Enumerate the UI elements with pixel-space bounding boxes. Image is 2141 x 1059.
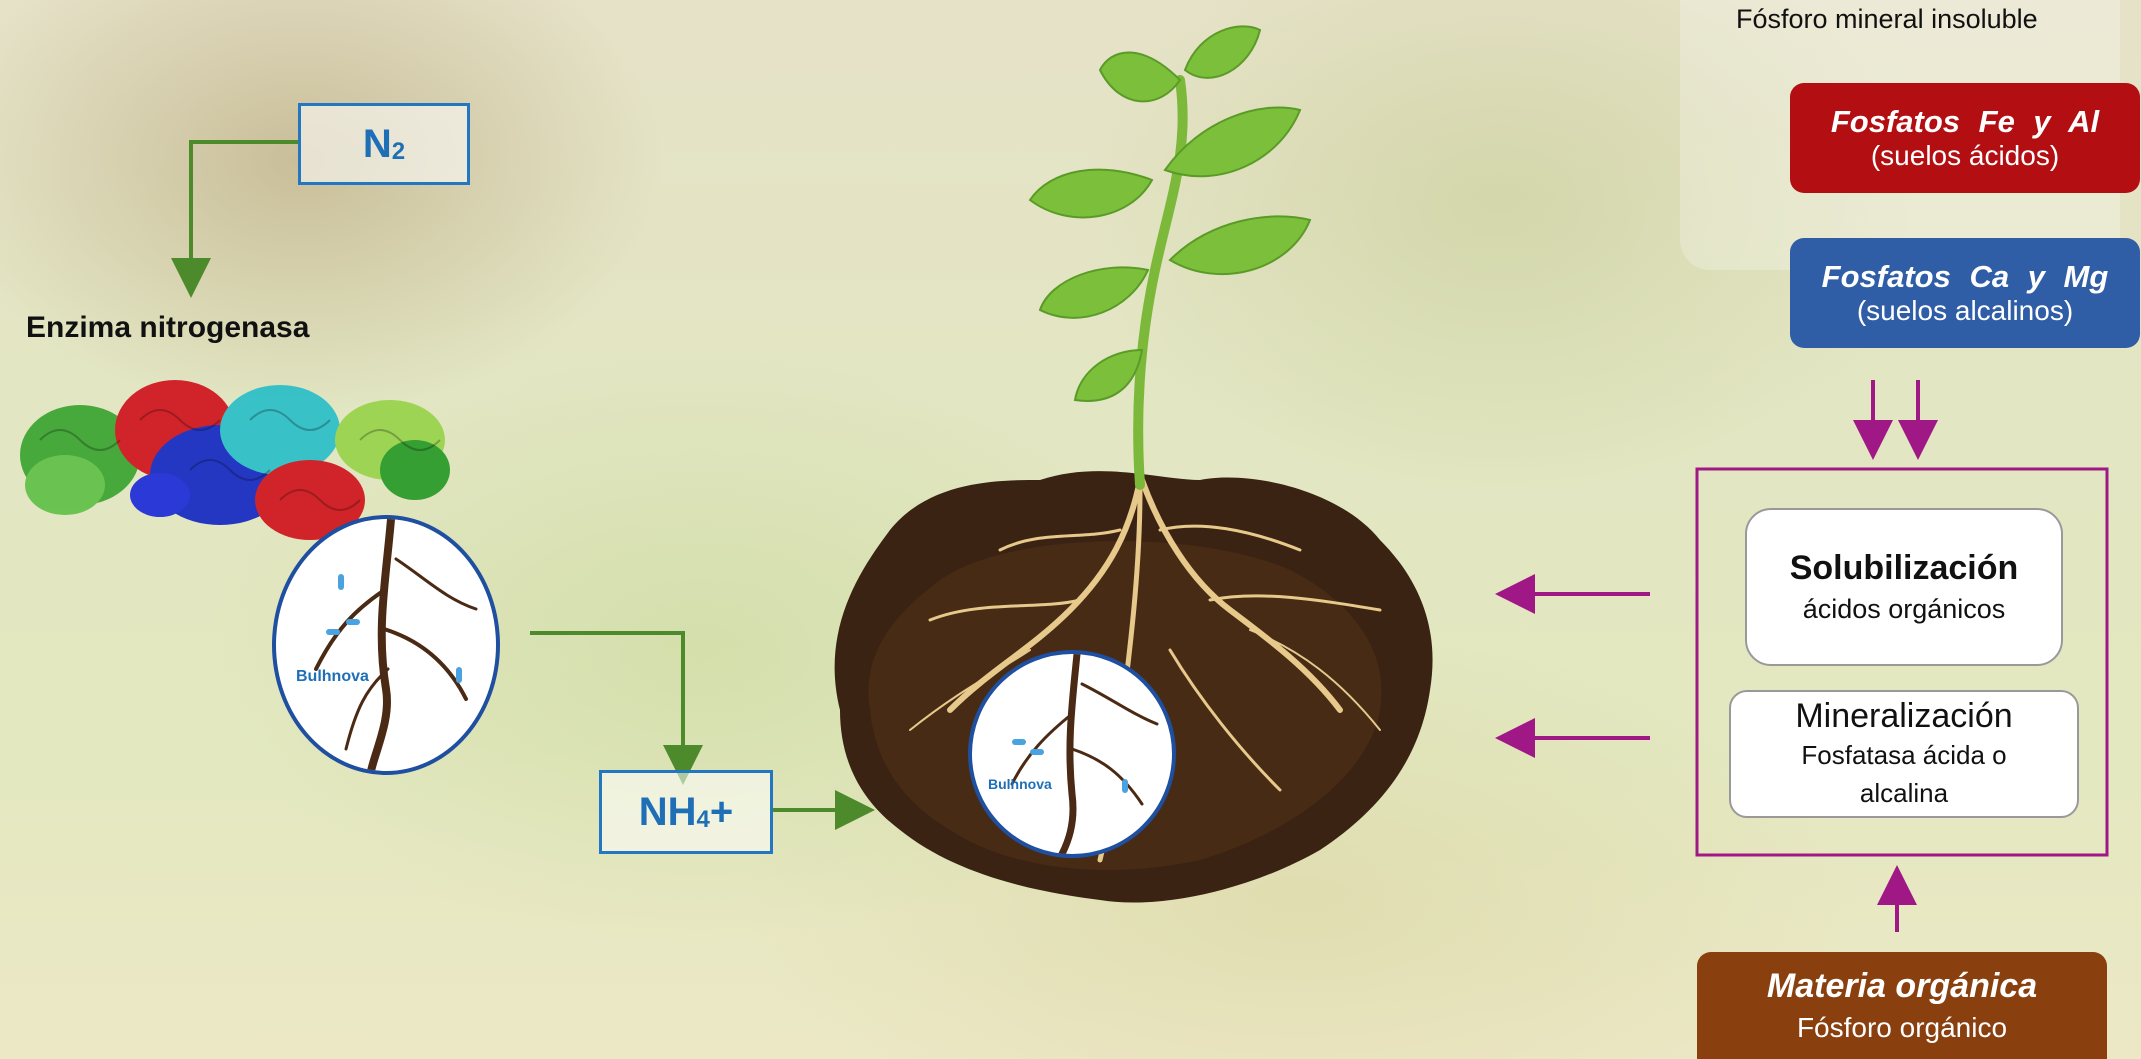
- nh4-suffix: +: [710, 790, 733, 835]
- nh4-text: NH: [639, 790, 697, 835]
- brand-label-left: Bulhnova: [296, 668, 369, 686]
- solubilizacion-subtitle: ácidos orgánicos: [1803, 594, 2006, 625]
- phosphates-ca-mg-subtitle: (suelos alcalinos): [1857, 295, 2073, 327]
- mineralizacion-title: Mineralización: [1795, 697, 2012, 736]
- materia-organica-box: Materia orgánica Fósforo orgánico: [1697, 952, 2107, 1059]
- phosphates-fe-al-title: Fosfatos Fe y Al: [1831, 104, 2099, 140]
- stem: [1138, 80, 1183, 485]
- root-zoom-circle-center: [968, 650, 1176, 858]
- enzyme-title: Enzima nitrogenasa: [26, 311, 309, 345]
- solubilizacion-title: Solubilización: [1790, 549, 2019, 588]
- arrow-n2-to-enzyme: [191, 142, 298, 278]
- phosphates-ca-mg-box: Fosfatos Ca y Mg (suelos alcalinos): [1790, 238, 2140, 348]
- mineralizacion-box: Mineralización Fosfatasa ácida o alcalin…: [1729, 690, 2079, 818]
- root-bacteria-image: [276, 519, 496, 771]
- n2-subscript: 2: [392, 138, 405, 166]
- root-bacteria-image-center: [972, 654, 1172, 854]
- brand-label-center: Bulhnova: [988, 776, 1052, 792]
- nh4-subscript: 4: [697, 806, 710, 834]
- phosphates-fe-al-box: Fosfatos Fe y Al (suelos ácidos): [1790, 83, 2140, 193]
- materia-organica-title: Materia orgánica: [1767, 967, 2037, 1006]
- phosphates-ca-mg-title: Fosfatos Ca y Mg: [1822, 259, 2109, 295]
- root-zoom-circle-left: [272, 515, 500, 775]
- solubilizacion-box: Solubilización ácidos orgánicos: [1745, 508, 2063, 666]
- mineralizacion-subtitle: Fosfatasa ácida o alcalina: [1774, 736, 2034, 812]
- materia-organica-subtitle: Fósforo orgánico: [1797, 1012, 2007, 1044]
- arrow-root-to-nh4: [530, 633, 683, 765]
- n2-text: N: [363, 122, 392, 167]
- phosphorus-top-note: Fósforo mineral insoluble: [1736, 4, 2038, 35]
- phosphates-fe-al-subtitle: (suelos ácidos): [1871, 140, 2059, 172]
